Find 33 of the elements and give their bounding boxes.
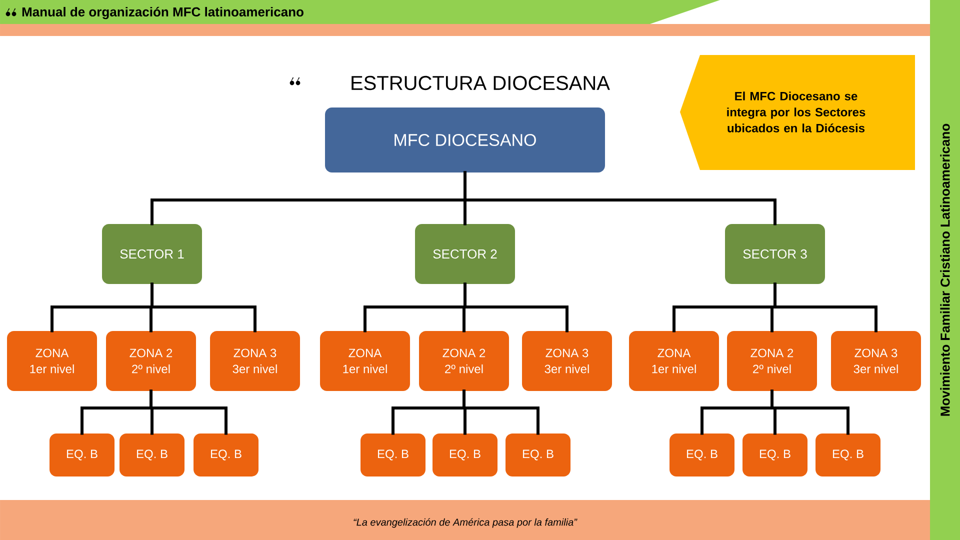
- team-box: EQ. B: [506, 434, 570, 476]
- zone-box: ZONA 3 3er nivel: [831, 331, 921, 391]
- team-box: EQ. B: [194, 434, 258, 476]
- connector: [150, 390, 228, 435]
- zone-box: ZONA 2 2º nivel: [419, 331, 509, 391]
- zone-box: ZONA 3 3er nivel: [210, 331, 300, 391]
- sector-box: SECTOR 2: [415, 224, 515, 284]
- team-box: EQ. B: [432, 434, 498, 476]
- zone-box: ZONA 3 3er nivel: [522, 331, 612, 391]
- team-box: EQ. B: [120, 434, 184, 476]
- root-box: MFC DIOCESANO: [325, 108, 605, 172]
- zone-box: ZONA 2 2º nivel: [727, 331, 817, 391]
- team-box: EQ. B: [670, 434, 734, 476]
- sector-box: SECTOR 3: [725, 224, 825, 284]
- connector: [464, 171, 776, 226]
- zone-box: ZONA 2 2º nivel: [106, 331, 196, 391]
- title: ESTRUCTURA DIOCESANA: [352, 76, 610, 90]
- team-box: EQ. B: [816, 434, 880, 476]
- zone-box: ZONA 1er nivel: [320, 331, 410, 391]
- zone-box: ZONA 1er nivel: [629, 331, 719, 391]
- team-box: EQ. B: [742, 434, 808, 476]
- connector: [464, 282, 568, 332]
- sector-box: SECTOR 1: [102, 224, 202, 284]
- connector: [774, 282, 878, 332]
- zone-box: ZONA 1er nivel: [7, 331, 98, 391]
- connector: [770, 390, 850, 435]
- footer-quote: “La evangelización de América pasa por la familia”: [354, 518, 578, 528]
- connector: [462, 390, 540, 435]
- team-box: EQ. B: [50, 434, 115, 476]
- side-text: Movimiento Familiar Cristiano Latinoamericano: [940, 124, 950, 416]
- header-text: Manual de organización MFC latinoamericano: [22, 6, 304, 20]
- team-box: EQ. B: [360, 434, 426, 476]
- connector: [150, 282, 256, 332]
